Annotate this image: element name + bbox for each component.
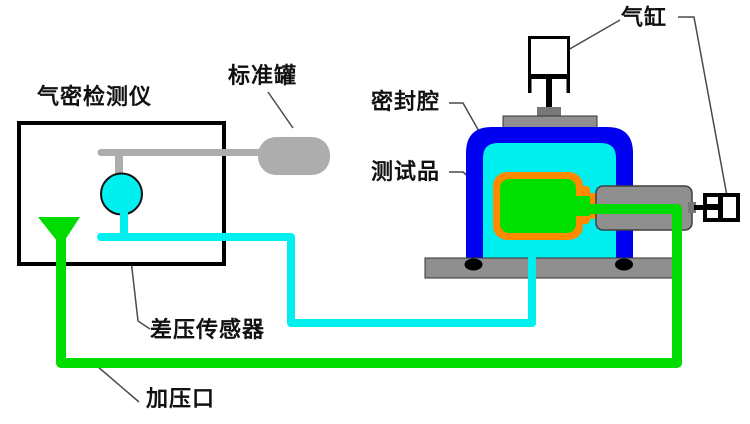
fitting-half-bar: [704, 204, 719, 210]
leader-pressure-inlet: [96, 365, 140, 403]
label-pressure-inlet: 加压口: [146, 386, 216, 411]
piston-rod: [546, 79, 552, 109]
pressure-line-green: [38, 204, 682, 368]
label-test-item: 测试品: [371, 159, 441, 184]
pressure-line-path: [56, 204, 682, 368]
sensor-line-cyan: [97, 212, 536, 327]
fitting-link: [694, 205, 705, 210]
bolt-right: [615, 258, 633, 271]
diff-pressure-sensor-gauge: [100, 172, 143, 216]
pressure-inlet-funnel: [38, 217, 80, 246]
label-airtightness-tester: 气密检测仪: [37, 84, 153, 109]
leader-standard-tank: [267, 91, 294, 129]
base-plate: [424, 257, 674, 279]
label-diff-pressure-sensor: 差压传感器: [150, 317, 266, 342]
cylinder-wall-right: [566, 79, 570, 93]
test-item-nozzle: [570, 196, 590, 216]
label-air-cylinder: 气缸: [621, 5, 668, 30]
sensor-line-path: [97, 233, 536, 327]
leader-air-cylinder-left: [560, 19, 621, 55]
cylinder-divider: [528, 74, 570, 79]
sensor-stub: [115, 153, 123, 178]
cylinder-wall-left: [528, 79, 532, 93]
leader-air-cylinder-right: [678, 16, 728, 197]
test-item-core: [500, 179, 576, 233]
fitting-divider: [718, 193, 723, 222]
cylinder-body: [528, 36, 570, 77]
label-sealed-cavity: 密封腔: [371, 89, 441, 114]
clamp-stub: [688, 202, 696, 213]
air-cylinder: [528, 36, 570, 117]
standard-tank-body: [258, 137, 330, 175]
label-standard-tank: 标准罐: [228, 63, 298, 88]
rod-block: [537, 107, 561, 117]
test-item: [493, 172, 597, 240]
rod-end-fitting: [694, 193, 740, 222]
base-plate-bar: [424, 257, 674, 279]
bolt-left: [464, 258, 483, 271]
